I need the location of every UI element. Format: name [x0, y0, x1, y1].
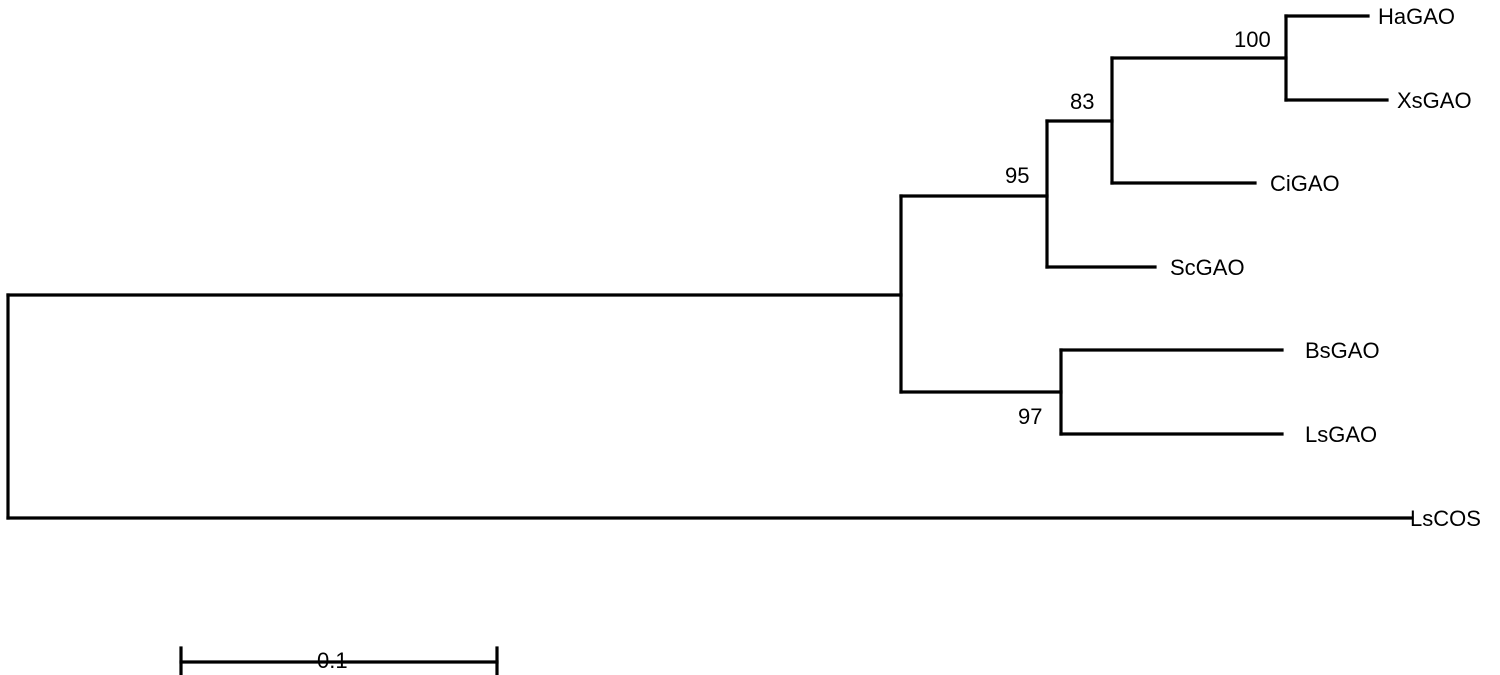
support-value-97: 97 — [1018, 404, 1042, 429]
scale-bar — [179, 646, 499, 675]
support-value-95: 95 — [1005, 163, 1029, 188]
tip-label-lscos: LsCOS — [1410, 506, 1481, 531]
tip-label-bsgao: BsGAO — [1305, 338, 1380, 363]
scale-bar-label: 0.1 — [317, 648, 348, 673]
tip-label-scgao: ScGAO — [1170, 255, 1245, 280]
support-value-83: 83 — [1070, 89, 1094, 114]
tip-label-cigao: CiGAO — [1270, 171, 1340, 196]
tip-label-hagao: HaGAO — [1378, 4, 1455, 29]
tip-label-xsgao: XsGAO — [1397, 88, 1472, 113]
tip-label-lsgao: LsGAO — [1305, 422, 1377, 447]
support-value-100: 100 — [1234, 27, 1271, 52]
